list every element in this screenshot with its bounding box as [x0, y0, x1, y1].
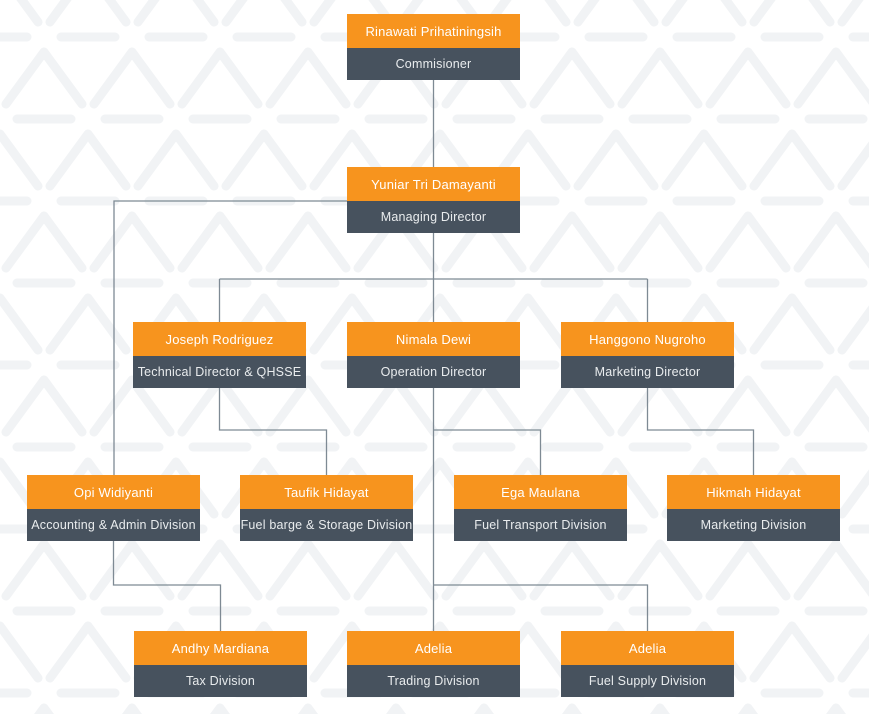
org-node-fuel-supply-division[interactable]: Adelia Fuel Supply Division [561, 631, 734, 697]
person-name: Taufik Hidayat [240, 475, 413, 509]
org-node-managing-director[interactable]: Yuniar Tri Damayanti Managing Director [347, 167, 520, 233]
org-node-fuel-barge-storage-division[interactable]: Taufik Hidayat Fuel barge & Storage Divi… [240, 475, 413, 541]
person-name: Nimala Dewi [347, 322, 520, 356]
person-name: Yuniar Tri Damayanti [347, 167, 520, 201]
connector-marketing-director-to-marketing-division [646, 388, 755, 475]
person-name: Rinawati Prihatiningsih [347, 14, 520, 48]
person-name: Adelia [561, 631, 734, 665]
person-role: Fuel Transport Division [454, 509, 627, 541]
person-role: Accounting & Admin Division [27, 509, 200, 541]
org-node-marketing-director[interactable]: Hanggono Nugroho Marketing Director [561, 322, 734, 388]
org-node-accounting-admin-division[interactable]: Opi Widiyanti Accounting & Admin Divisio… [27, 475, 200, 541]
person-role: Trading Division [347, 665, 520, 697]
connector-managing-director-to-directors [218, 233, 649, 322]
person-name: Opi Widiyanti [27, 475, 200, 509]
org-node-technical-director-qhsse[interactable]: Joseph Rodriguez Technical Director & QH… [133, 322, 306, 388]
person-name: Ega Maulana [454, 475, 627, 509]
connector-technical-director-to-fuel-barge-storage [218, 388, 328, 475]
connector-operation-director-to-trading-and-fuel-supply [432, 584, 649, 631]
org-node-marketing-division[interactable]: Hikmah Hidayat Marketing Division [667, 475, 840, 541]
person-name: Adelia [347, 631, 520, 665]
person-name: Hikmah Hidayat [667, 475, 840, 509]
person-role: Technical Director & QHSSE [133, 356, 306, 388]
person-role: Operation Director [347, 356, 520, 388]
org-node-commisioner[interactable]: Rinawati Prihatiningsih Commisioner [347, 14, 520, 80]
org-node-tax-division[interactable]: Andhy Mardiana Tax Division [134, 631, 307, 697]
person-role: Tax Division [134, 665, 307, 697]
person-name: Joseph Rodriguez [133, 322, 306, 356]
person-name: Andhy Mardiana [134, 631, 307, 665]
person-role: Marketing Division [667, 509, 840, 541]
org-node-operation-director[interactable]: Nimala Dewi Operation Director [347, 322, 520, 388]
connector-accounting-admin-to-tax-division [112, 541, 222, 631]
person-role: Commisioner [347, 48, 520, 80]
org-node-fuel-transport-division[interactable]: Ega Maulana Fuel Transport Division [454, 475, 627, 541]
person-role: Fuel Supply Division [561, 665, 734, 697]
person-role: Fuel barge & Storage Division [240, 509, 413, 541]
org-node-trading-division[interactable]: Adelia Trading Division [347, 631, 520, 697]
person-name: Hanggono Nugroho [561, 322, 734, 356]
person-role: Marketing Director [561, 356, 734, 388]
person-role: Managing Director [347, 201, 520, 233]
